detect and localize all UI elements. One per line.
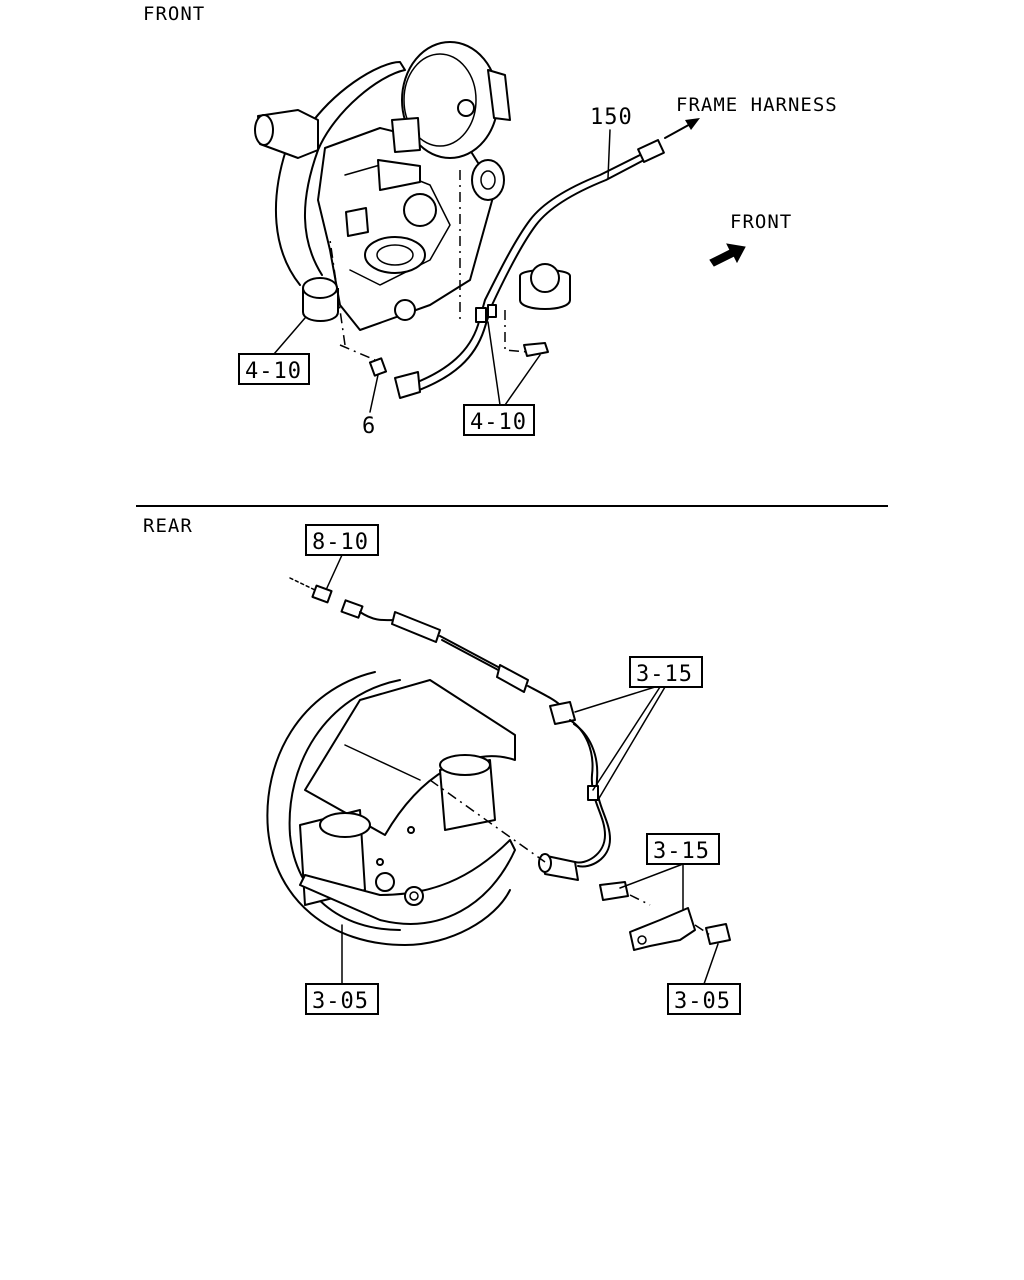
front-direction-label: FRONT bbox=[730, 211, 792, 233]
front-direction-arrow bbox=[709, 243, 746, 267]
callout-3-15-top: 3-15 bbox=[636, 662, 693, 687]
callout-3-05-left: 3-05 bbox=[312, 989, 369, 1014]
front-section-label: FRONT bbox=[143, 3, 205, 25]
rear-brake-assembly bbox=[266, 671, 516, 946]
callout-150: 150 bbox=[590, 105, 633, 130]
frame-harness-label: FRAME HARNESS bbox=[676, 94, 838, 116]
callout-3-15-mid: 3-15 bbox=[653, 839, 710, 864]
rear-section-label: REAR bbox=[143, 515, 193, 537]
callout-8-10: 8-10 bbox=[312, 530, 369, 555]
front-knuckle-assembly bbox=[254, 41, 571, 331]
clip-bolt bbox=[523, 342, 549, 357]
callout-3-05-right: 3-05 bbox=[674, 989, 731, 1014]
callout-6: 6 bbox=[362, 414, 376, 439]
front-abs-sensor-harness bbox=[394, 139, 665, 399]
rear-abs-sensor-harness bbox=[289, 577, 611, 881]
callout-4-10-bottom: 4-10 bbox=[470, 410, 527, 435]
callout-4-10-left: 4-10 bbox=[245, 359, 302, 384]
rear-sensor-bracket bbox=[599, 881, 731, 951]
part-6-bolt bbox=[368, 357, 388, 377]
